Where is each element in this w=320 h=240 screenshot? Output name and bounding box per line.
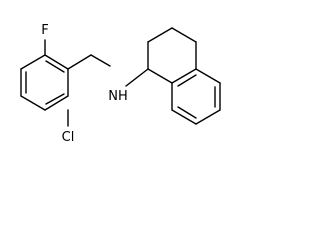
- double-bond-c7-c8: [177, 106, 197, 119]
- bond-c6-c7: [195, 109, 221, 125]
- fluorine-label: F: [41, 23, 48, 38]
- chemical-structure: F Cl NH: [20, 23, 221, 145]
- bond-c8a-c1prime: [147, 68, 173, 84]
- amine-label: NH: [108, 89, 128, 104]
- bond-c6-c1: [44, 54, 69, 70]
- benzene-ring-left: [20, 54, 69, 111]
- double-bond-c8a-c4a: [177, 74, 197, 87]
- cyclohexane-ring: [147, 27, 197, 84]
- bond-n-c1prime: [125, 68, 149, 87]
- bond-c7-c8: [171, 109, 197, 125]
- bond-c8a-c4a: [171, 68, 197, 84]
- bond-ring-ch2: [67, 54, 92, 70]
- bond-ch2-n: [90, 54, 111, 67]
- benzene-ring-right: [171, 68, 221, 125]
- bond-c4a-c5: [195, 68, 221, 84]
- bond-c3prime-c4prime: [171, 27, 197, 43]
- bond-c3-c4: [20, 95, 46, 111]
- bond-c4-c5: [44, 95, 69, 111]
- bond-c2prime-c3prime: [147, 27, 173, 43]
- bond-c1-c2: [20, 54, 46, 70]
- chlorine-label: Cl: [62, 130, 75, 145]
- double-bond-c6-c1: [45, 60, 65, 73]
- double-bond-c4-c5: [45, 93, 65, 105]
